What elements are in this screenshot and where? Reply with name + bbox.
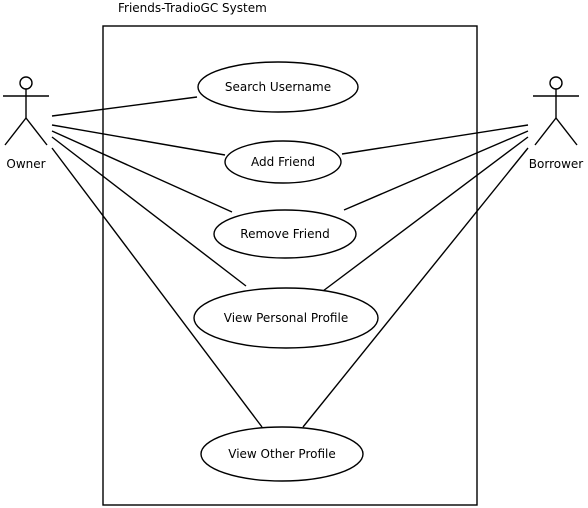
use-case-add-friend: Add Friend (224, 140, 342, 184)
actor-label: Owner (6, 157, 45, 171)
use-case-label: View Personal Profile (224, 311, 348, 325)
use-case-ellipse (200, 426, 364, 482)
use-case-search-username: Search Username (197, 61, 359, 113)
association-owner-view-personal-profile (51, 136, 247, 287)
actor-borrower: Borrower (529, 76, 584, 171)
use-case-ellipse (193, 287, 379, 349)
use-case-view-personal-profile: View Personal Profile (193, 287, 379, 349)
use-case-remove-friend: Remove Friend (213, 209, 357, 259)
use-case-label: Add Friend (251, 155, 315, 169)
system-boundary (102, 25, 478, 506)
stick-figure-icon (533, 76, 579, 146)
actor-label: Borrower (529, 157, 584, 171)
association-owner-remove-friend (51, 130, 233, 213)
association-owner-add-friend (51, 124, 226, 156)
association-owner-search-username (51, 96, 198, 117)
use-case-view-other-profile: View Other Profile (200, 426, 364, 482)
system-title: Friends-TradioGC System (118, 1, 267, 15)
use-case-label: View Other Profile (228, 447, 336, 461)
use-case-ellipse (197, 61, 359, 113)
use-case-ellipse (224, 140, 342, 184)
association-owner-view-other-profile (51, 147, 263, 428)
association-borrower-view-personal-profile (322, 136, 529, 292)
use-case-label: Search Username (225, 80, 331, 94)
use-case-label: Remove Friend (240, 227, 329, 241)
association-borrower-view-other-profile (302, 147, 529, 428)
association-borrower-add-friend (341, 124, 529, 155)
association-borrower-remove-friend (343, 130, 529, 211)
stick-figure-icon (3, 76, 49, 146)
actor-owner: Owner (3, 76, 49, 171)
use-case-ellipse (213, 209, 357, 259)
association-lines (51, 96, 529, 428)
